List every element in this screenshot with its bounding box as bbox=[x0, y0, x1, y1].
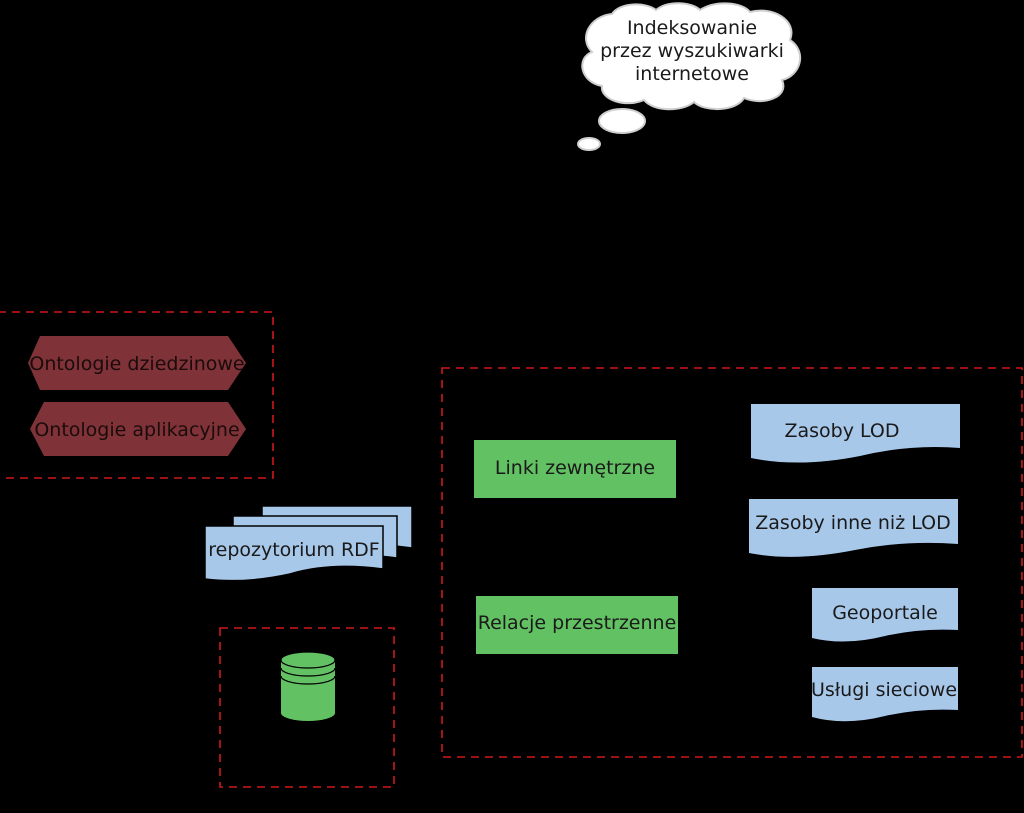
ontologies-group: Ontologie dziedzinowe Ontologie aplikacy… bbox=[0, 311, 274, 479]
cloud-bubble-small bbox=[577, 137, 601, 151]
cloud-text-line-2: przez wyszukiwarki bbox=[600, 40, 784, 62]
spatial-relations-label: Relacje przestrzenne bbox=[478, 612, 677, 634]
external-links-label: Linki zewnętrzne bbox=[495, 457, 655, 479]
rdf-repository: repozytorium RDF bbox=[204, 505, 413, 582]
non-lod-resources-label: Zasoby inne niż LOD bbox=[755, 512, 950, 534]
application-ontologies-shape bbox=[30, 402, 246, 456]
database-top bbox=[280, 651, 336, 669]
web-services-label: Usługi sieciowe bbox=[811, 679, 957, 701]
non-lod-resources-shape bbox=[749, 499, 958, 557]
resources-dashed-border bbox=[441, 367, 1023, 758]
database-dashed-border bbox=[219, 627, 395, 788]
domain-ontologies-shape bbox=[28, 336, 246, 390]
lod-resources-label: Zasoby LOD bbox=[784, 420, 899, 442]
geoportals-label: Geoportale bbox=[832, 602, 938, 624]
database-cylinder bbox=[281, 652, 335, 721]
external-links-box bbox=[474, 440, 676, 498]
application-ontologies-label: Ontologie aplikacyjne bbox=[34, 419, 239, 441]
geoportals-shape bbox=[812, 588, 958, 642]
database-ring-2 bbox=[280, 675, 336, 685]
cloud-text-line-1: Indeksowanie bbox=[627, 17, 757, 39]
cloud-text-line-3: internetowe bbox=[635, 63, 749, 85]
lod-resources-shape bbox=[751, 404, 960, 463]
cloud-shape bbox=[581, 2, 801, 111]
domain-ontologies-label: Ontologie dziedzinowe bbox=[29, 353, 244, 375]
cloud-bubble-large bbox=[598, 108, 646, 134]
web-services-shape bbox=[812, 667, 958, 722]
ontologies-dashed-border bbox=[0, 311, 274, 479]
external-resources-group: Linki zewnętrzne Relacje przestrzenne Za… bbox=[441, 367, 1023, 758]
database-ring-1 bbox=[280, 667, 336, 677]
thought-cloud: Indeksowanie przez wyszukiwarki internet… bbox=[577, 2, 801, 151]
repository-label: repozytorium RDF bbox=[208, 539, 380, 561]
repository-sheet-front bbox=[204, 525, 384, 582]
database-group bbox=[219, 627, 395, 788]
spatial-relations-box bbox=[476, 596, 678, 654]
